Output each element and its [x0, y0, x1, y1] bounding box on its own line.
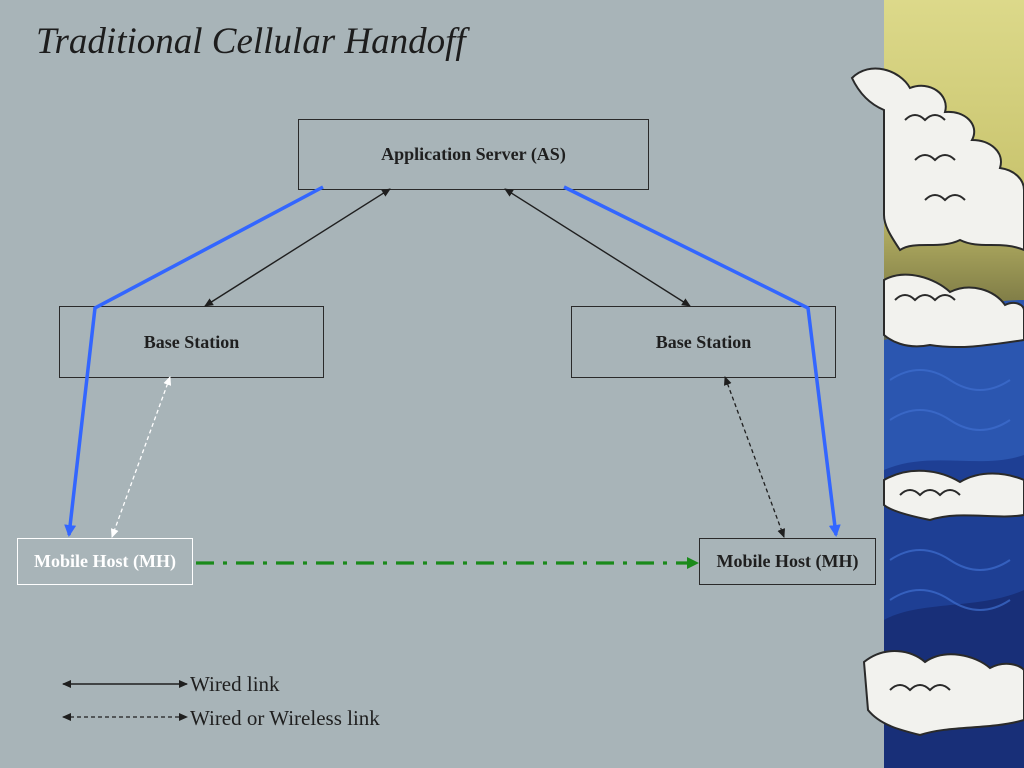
legend-wireless-label: Wired or Wireless link	[190, 706, 380, 730]
base-station-right-label: Base Station	[655, 331, 752, 352]
wireless-link-bs-mh-left	[110, 376, 172, 538]
application-server-box: Application Server (AS)	[298, 119, 649, 190]
mobile-host-right-label: Mobile Host (MH)	[716, 551, 859, 571]
wired-link-as-bs-left	[204, 188, 391, 307]
legend-wired-label: Wired link	[190, 672, 280, 696]
data-path-left	[64, 185, 324, 537]
data-path-right	[563, 185, 841, 537]
base-station-left-box: Base Station	[59, 306, 324, 378]
slide-title: Traditional Cellular Handoff	[36, 21, 466, 62]
wireless-link-bs-mh-right	[724, 376, 785, 538]
application-server-label: Application Server (AS)	[381, 144, 566, 164]
base-station-right-box: Base Station	[571, 306, 836, 378]
base-station-left-label: Base Station	[143, 331, 240, 352]
wired-link-as-bs-right	[504, 188, 691, 307]
mobile-host-right-box: Mobile Host (MH)	[699, 538, 876, 585]
mobile-host-left-label: Mobile Host (MH)	[34, 551, 176, 571]
mobile-host-left-box: Mobile Host (MH)	[17, 538, 193, 585]
